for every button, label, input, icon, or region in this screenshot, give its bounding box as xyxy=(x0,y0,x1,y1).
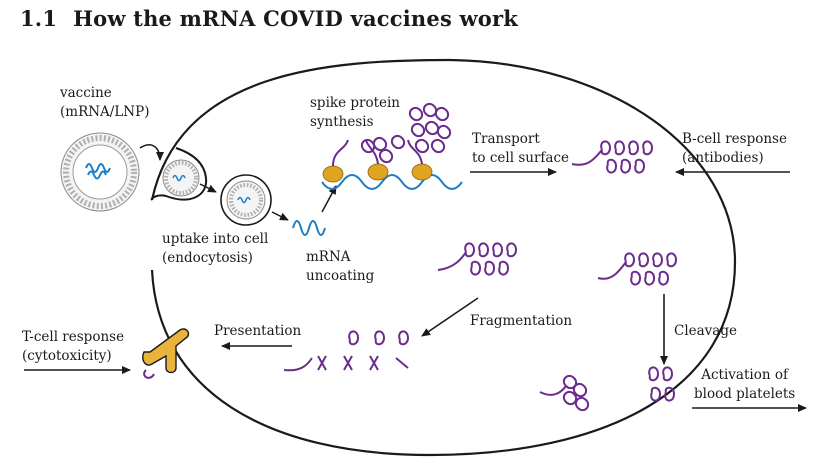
process-arrows xyxy=(24,168,807,412)
spike-fragments xyxy=(283,330,410,372)
lnp-particle xyxy=(60,132,140,212)
label-fragmentation: Fragmentation xyxy=(470,313,573,329)
mhc-complex xyxy=(142,328,190,379)
endosome xyxy=(220,174,272,226)
label-cleavage: Cleavage xyxy=(674,323,737,339)
lower-membrane-spike xyxy=(539,374,590,412)
endocytosed-particle xyxy=(162,159,200,197)
internal-spike xyxy=(437,242,518,276)
mrna-strand xyxy=(292,220,326,236)
cell-membrane xyxy=(150,58,737,457)
translation-complex xyxy=(321,139,463,190)
label-tcell: T-cell response (cytotoxicity) xyxy=(22,329,125,364)
label-synthesis: spike protein synthesis xyxy=(310,95,400,130)
surface-spike xyxy=(571,140,654,174)
membrane-spike xyxy=(597,252,678,286)
label-uncoating: mRNA uncoating xyxy=(306,249,375,284)
label-presentation: Presentation xyxy=(214,323,302,339)
page-heading: 1.1 How the mRNA COVID vaccines work xyxy=(20,6,518,31)
label-transport: Transport to cell surface xyxy=(472,131,569,166)
cleaved-fragment xyxy=(648,366,676,402)
section-number: 1.1 xyxy=(20,6,58,31)
label-platelets: Activation of blood platelets xyxy=(694,367,796,402)
flow-arrows xyxy=(139,144,337,221)
label-vaccine: vaccine (mRNA/LNP) xyxy=(60,85,150,120)
spike-proteins xyxy=(360,102,452,164)
section-title: How the mRNA COVID vaccines work xyxy=(73,6,518,31)
label-uptake: uptake into cell (endocytosis) xyxy=(162,231,269,266)
label-bcell: B-cell response (antibodies) xyxy=(682,131,787,166)
